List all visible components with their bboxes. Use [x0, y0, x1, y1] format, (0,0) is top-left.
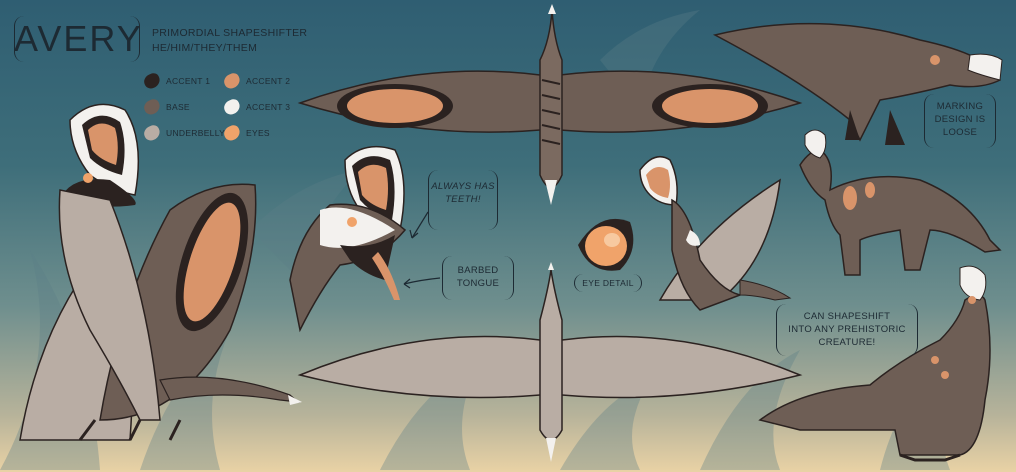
- tongue-note: BARBED TONGUE: [442, 264, 514, 290]
- tongue-arrow-head: [403, 278, 411, 289]
- pronouns-label: HE/HIM/THEY/THEM: [152, 42, 258, 54]
- note-line: ALWAYS HAS: [431, 181, 495, 192]
- teeth-arrow-head: [409, 229, 419, 239]
- marking-note-bracket: [924, 94, 996, 148]
- swatch-accent-2: ACCENT 2: [221, 71, 291, 91]
- eye-detail-drawing: [578, 218, 634, 271]
- note-line: MARKING: [936, 101, 984, 112]
- swatch-label: ACCENT 1: [166, 76, 211, 86]
- color-palette: ACCENT 1 ACCENT 2 BASE ACCENT 3 UNDERBEL…: [141, 70, 304, 150]
- shapeshift-note: CAN SHAPESHIFT INTO ANY PREHISTORIC CREA…: [776, 310, 918, 349]
- note-line: INTO ANY PREHISTORIC: [788, 324, 906, 335]
- swatch-eyes: EYES: [221, 123, 270, 143]
- swatch-label: ACCENT 3: [246, 102, 291, 112]
- pterosaur-top-view: [297, 4, 803, 205]
- tongue-arrow: [403, 277, 441, 285]
- dinosaur-middle-right: [799, 129, 1002, 276]
- note-line: BARBED: [457, 265, 499, 276]
- eye-detail-note: EYE DETAIL: [582, 278, 634, 288]
- title-frame: AVERY: [14, 16, 143, 64]
- pterosaur-left-pose: [19, 103, 302, 441]
- tongue-note-bracket: [442, 256, 514, 300]
- swatch-label: EYES: [246, 128, 270, 138]
- title-bracket: [14, 16, 140, 62]
- swatch-label: ACCENT 2: [246, 76, 291, 86]
- character-name: AVERY: [14, 18, 143, 59]
- character-subtitle: PRIMORDIAL SHAPESHIFTER HE/HIM/THEY/THEM: [152, 26, 307, 56]
- head-closeup: [289, 145, 407, 333]
- pterosaur-bottom-view: [297, 262, 803, 462]
- swatch-label: BASE: [166, 102, 190, 112]
- dinosaur-top-right: [712, 22, 1003, 145]
- swatch-base: BASE: [141, 97, 190, 117]
- marking-note: MARKING DESIGN IS LOOSE: [924, 100, 996, 139]
- note-line: LOOSE: [942, 127, 978, 138]
- species-label: PRIMORDIAL SHAPESHIFTER: [152, 27, 308, 39]
- swatch-label: UNDERBELLY: [166, 128, 226, 138]
- teeth-note: ALWAYS HAS TEETH!: [428, 180, 498, 206]
- swatch-accent-1: ACCENT 1: [141, 71, 211, 91]
- note-line: CAN SHAPESHIFT: [803, 311, 891, 322]
- note-line: TEETH!: [445, 194, 481, 205]
- swatch-accent-3: ACCENT 3: [221, 97, 291, 117]
- swatch-underbelly: UNDERBELLY: [141, 123, 226, 143]
- dinosaur-bottom-right: [758, 265, 991, 462]
- teeth-note-bracket: [428, 170, 498, 230]
- pterosaur-small-pose: [639, 155, 792, 311]
- note-line: TONGUE: [456, 278, 500, 289]
- shift-note-bracket: [776, 304, 918, 356]
- note-line: CREATURE!: [818, 337, 876, 348]
- eye-note-bracket: [574, 274, 642, 292]
- note-line: DESIGN IS: [934, 114, 986, 125]
- teeth-arrow: [411, 211, 429, 239]
